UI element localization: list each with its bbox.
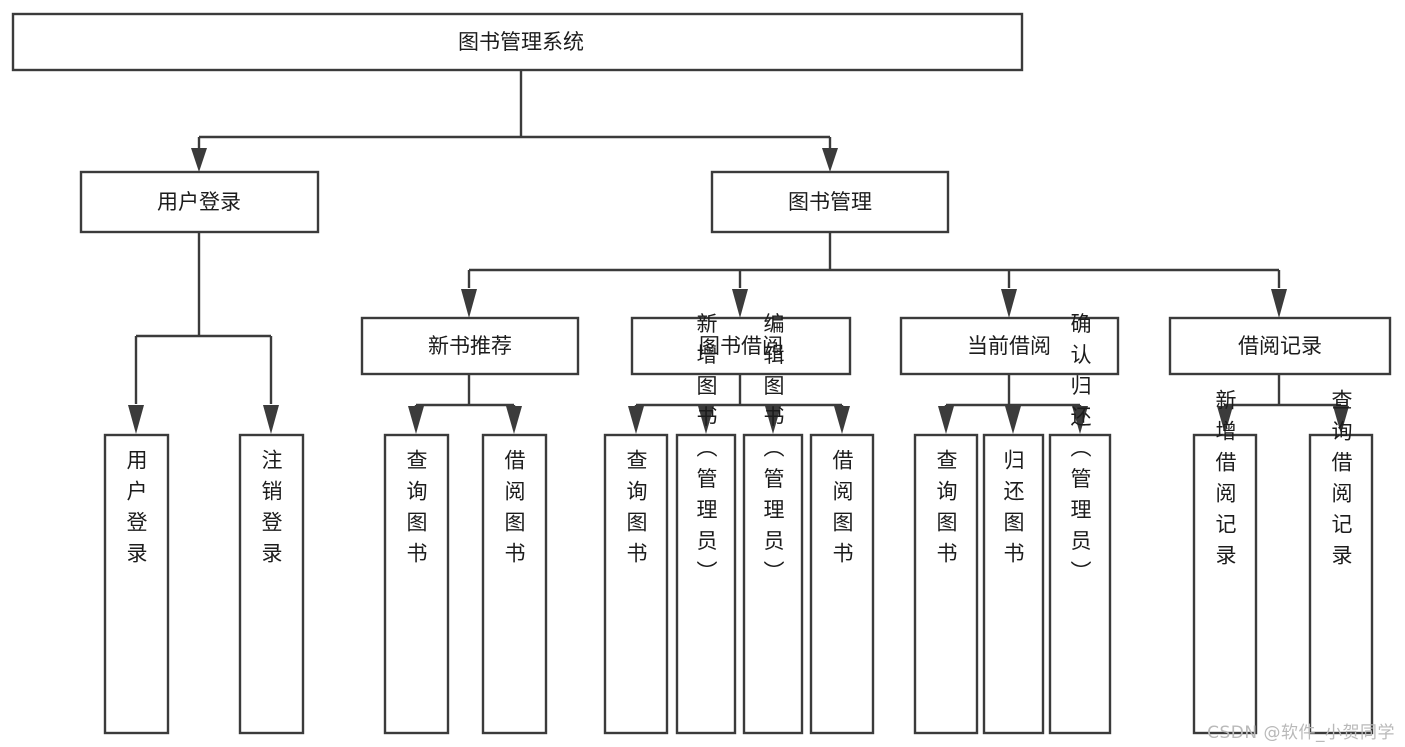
arrow-head-leaf-return-book [1005,406,1021,434]
arrow-head-borrow-record [1271,289,1287,318]
node-leaf-add-record[interactable]: 新增借阅记录 [1192,389,1258,735]
node-leaf-query-record[interactable]: 查询借阅记录 [1308,389,1374,735]
connector-layer [128,70,1349,434]
arrow-head-book-borrow [732,289,748,318]
node-leaf-confirm-return-label: 确认归还（管理员） [1068,313,1092,592]
arrow-head-leaf-query-record [1333,406,1349,434]
node-leaf-query-book-1[interactable]: 查询图书 [383,433,450,735]
arrow-head-leaf-edit-book [765,406,781,434]
arrow-head-leaf-confirm-return [1072,406,1088,434]
node-leaf-logout-login[interactable]: 注销登录 [238,433,305,735]
node-leaf-query-book-2-label: 查询图书 [624,449,648,573]
arrow-head-leaf-add-book [698,406,714,434]
arrow-head-leaf-query-book-2 [628,406,644,434]
node-leaf-return-book[interactable]: 归还图书 [982,433,1045,735]
arrow-head-leaf-borrow-book-1 [506,406,522,434]
node-leaf-borrow-book-2-label: 借阅图书 [830,449,854,573]
node-leaf-edit-book-label: 编辑图书（管理员） [761,313,785,592]
node-leaf-confirm-return[interactable]: 确认归还（管理员） [1048,313,1112,735]
node-leaf-user-login[interactable]: 用户登录 [103,433,170,735]
arrow-head-leaf-add-record [1217,406,1233,434]
node-root-label: 图书管理系统 [458,30,584,54]
node-current-borrow[interactable]: 当前借阅 [899,316,1120,376]
node-leaf-add-book[interactable]: 新增图书（管理员） [675,313,737,735]
arrow-head-leaf-logout-login [263,405,279,434]
node-user-login[interactable]: 用户登录 [79,170,320,234]
node-leaf-borrow-book-1-label: 借阅图书 [502,449,526,573]
node-leaf-edit-book[interactable]: 编辑图书（管理员） [742,313,804,735]
node-book-borrow[interactable]: 图书借阅 [630,316,852,376]
arrow-head-book-management [822,148,838,172]
node-book-management[interactable]: 图书管理 [710,170,950,234]
node-leaf-return-book-label: 归还图书 [1001,449,1025,573]
node-leaf-query-book-2[interactable]: 查询图书 [603,433,669,735]
node-leaf-query-book-3-label: 查询图书 [934,449,958,573]
node-leaf-add-book-label: 新增图书（管理员） [694,313,718,592]
node-borrow-record-label: 借阅记录 [1238,334,1322,358]
csdn-watermark: CSDN @软件_小贺同学 [1207,723,1395,743]
node-current-borrow-label: 当前借阅 [967,334,1051,358]
arrow-head-current-borrow [1001,289,1017,318]
arrow-head-leaf-borrow-book-2 [834,406,850,434]
node-book-management-label: 图书管理 [788,190,872,214]
node-new-book-recommend[interactable]: 新书推荐 [360,316,580,376]
node-leaf-borrow-book-1[interactable]: 借阅图书 [481,433,548,735]
node-leaf-user-login-label: 用户登录 [124,449,148,573]
node-borrow-record[interactable]: 借阅记录 [1168,316,1392,376]
arrow-head-leaf-query-book-1 [408,406,424,434]
node-user-login-label: 用户登录 [157,190,241,214]
node-leaf-query-book-3[interactable]: 查询图书 [913,433,979,735]
node-leaf-borrow-book-2[interactable]: 借阅图书 [809,433,875,735]
node-root[interactable]: 图书管理系统 [11,12,1024,72]
node-leaf-query-record-label: 查询借阅记录 [1329,389,1353,575]
node-book-borrow-label: 图书借阅 [699,334,783,358]
arrow-head-user-login [191,148,207,172]
arrow-head-new-book-recommend [461,289,477,318]
arrow-head-leaf-query-book-3 [938,406,954,434]
node-new-book-recommend-label: 新书推荐 [428,334,512,358]
node-leaf-logout-login-label: 注销登录 [259,449,283,573]
node-leaf-query-book-1-label: 查询图书 [404,449,428,573]
node-leaf-add-record-label: 新增借阅记录 [1213,389,1237,575]
arrow-head-leaf-user-login [128,405,144,434]
